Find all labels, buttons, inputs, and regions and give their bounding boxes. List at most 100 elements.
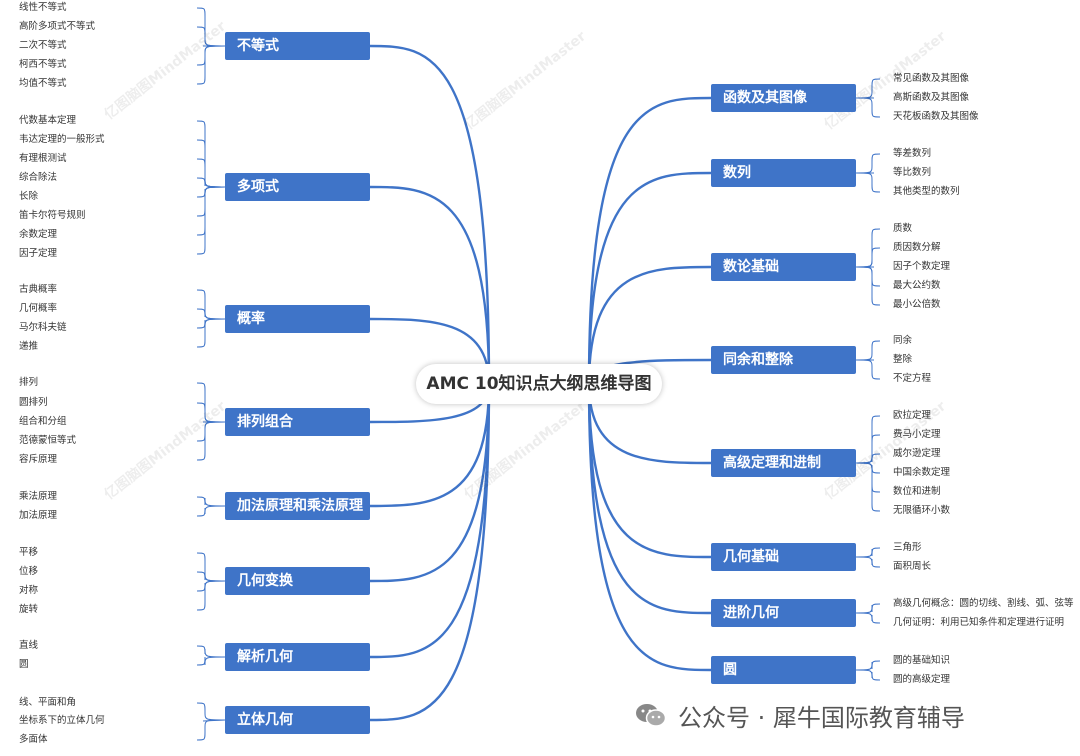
right-branch-3[interactable]: 数论基础 xyxy=(711,253,856,281)
right-leaf-connector-7-1 xyxy=(855,603,881,614)
left-leaf-6-4[interactable]: 旋转 xyxy=(19,604,39,615)
left-leaf-connector-3-1 xyxy=(196,289,226,320)
right-branch-5[interactable]: 高级定理和进制 xyxy=(711,449,856,477)
left-leaf-1-4[interactable]: 柯西不等式 xyxy=(19,59,67,70)
right-leaf-connector-2-1 xyxy=(855,153,881,174)
right-leaf-3-2[interactable]: 质因数分解 xyxy=(893,242,941,253)
left-leaf-5-1[interactable]: 乘法原理 xyxy=(19,491,58,502)
right-leaf-connector-5-4 xyxy=(855,462,881,474)
right-leaf-3-1[interactable]: 质数 xyxy=(893,223,913,234)
right-leaf-3-3[interactable]: 因子个数定理 xyxy=(893,261,951,272)
left-leaf-2-8[interactable]: 因子定理 xyxy=(19,248,58,259)
left-leaf-5-2[interactable]: 加法原理 xyxy=(19,510,58,521)
left-branch-5[interactable]: 加法原理和乘法原理 xyxy=(225,492,370,520)
left-leaf-connector-2-3 xyxy=(196,158,226,188)
right-leaf-8-2[interactable]: 圆的高级定理 xyxy=(893,674,951,685)
right-leaf-5-2[interactable]: 费马小定理 xyxy=(893,429,941,440)
right-leaf-7-1[interactable]: 高级几何概念：圆的切线、割线、弧、弦等 xyxy=(893,598,1074,609)
right-branch-1[interactable]: 函数及其图像 xyxy=(711,84,856,112)
left-leaf-connector-6-1 xyxy=(196,552,226,582)
right-leaf-4-2[interactable]: 整除 xyxy=(893,354,913,365)
right-leaf-2-2[interactable]: 等比数列 xyxy=(893,167,932,178)
right-leaf-1-3[interactable]: 天花板函数及其图像 xyxy=(893,111,979,122)
left-branch-8[interactable]: 立体几何 xyxy=(225,706,370,734)
left-leaf-3-2[interactable]: 几何概率 xyxy=(19,303,58,314)
right-leaf-6-2[interactable]: 面积周长 xyxy=(893,561,932,572)
right-leaf-connector-2-3 xyxy=(855,172,881,193)
left-leaf-connector-7-2 xyxy=(196,656,226,666)
left-leaf-8-2[interactable]: 坐标系下的立体几何 xyxy=(19,715,105,726)
left-leaf-1-1[interactable]: 线性不等式 xyxy=(19,2,67,13)
left-branch-3[interactable]: 概率 xyxy=(225,305,370,333)
left-leaf-4-5[interactable]: 容斥原理 xyxy=(19,454,58,465)
left-leaf-6-2[interactable]: 位移 xyxy=(19,566,39,577)
left-leaf-4-4[interactable]: 范德蒙恒等式 xyxy=(19,435,77,446)
right-leaf-5-1[interactable]: 欧拉定理 xyxy=(893,410,932,421)
left-leaf-3-1[interactable]: 古典概率 xyxy=(19,284,58,295)
right-leaf-8-1[interactable]: 圆的基础知识 xyxy=(893,655,951,666)
right-connector-1 xyxy=(587,96,712,385)
right-leaf-1-1[interactable]: 常见函数及其图像 xyxy=(893,73,970,84)
central-topic[interactable]: AMC 10知识点大纲思维导图 xyxy=(416,364,662,404)
right-leaf-connector-7-2 xyxy=(855,612,881,624)
right-leaf-6-1[interactable]: 三角形 xyxy=(893,542,922,553)
right-leaf-5-6[interactable]: 无限循环小数 xyxy=(893,505,951,516)
left-connector-2 xyxy=(369,185,491,385)
footer-text: 公众号 · 犀牛国际教育辅导 xyxy=(678,703,965,732)
right-leaf-5-3[interactable]: 威尔逊定理 xyxy=(893,448,941,459)
right-leaf-5-5[interactable]: 数位和进制 xyxy=(893,486,941,497)
left-leaf-7-1[interactable]: 直线 xyxy=(19,640,39,651)
right-leaf-connector-4-3 xyxy=(855,359,881,380)
left-leaf-connector-5-2 xyxy=(196,505,226,517)
right-branch-8[interactable]: 圆 xyxy=(711,656,856,684)
right-leaf-4-3[interactable]: 不定方程 xyxy=(893,373,932,384)
left-branch-6[interactable]: 几何变换 xyxy=(225,567,370,595)
right-leaf-connector-4-1 xyxy=(855,340,881,361)
left-leaf-3-3[interactable]: 马尔科夫链 xyxy=(19,322,67,333)
left-leaf-2-3[interactable]: 有理根测试 xyxy=(19,153,67,164)
left-leaf-1-2[interactable]: 高阶多项式不等式 xyxy=(19,21,96,32)
left-leaf-2-6[interactable]: 笛卡尔符号规则 xyxy=(19,210,86,221)
right-leaf-7-2[interactable]: 几何证明：利用已知条件和定理进行证明 xyxy=(893,617,1065,628)
right-leaf-2-1[interactable]: 等差数列 xyxy=(893,148,932,159)
left-branch-4[interactable]: 排列组合 xyxy=(225,408,370,436)
right-leaf-4-1[interactable]: 同余 xyxy=(893,335,913,346)
left-leaf-connector-1-5 xyxy=(196,45,226,85)
left-leaf-connector-4-4 xyxy=(196,421,226,442)
right-leaf-5-4[interactable]: 中国余数定理 xyxy=(893,467,951,478)
left-leaf-2-1[interactable]: 代数基本定理 xyxy=(19,115,77,126)
left-leaf-8-3[interactable]: 多面体 xyxy=(19,734,48,745)
left-leaf-connector-7-1 xyxy=(196,645,226,658)
left-leaf-2-5[interactable]: 长除 xyxy=(19,191,39,202)
left-branch-2[interactable]: 多项式 xyxy=(225,173,370,201)
right-branch-4[interactable]: 同余和整除 xyxy=(711,346,856,374)
left-leaf-2-2[interactable]: 韦达定理的一般形式 xyxy=(19,134,105,145)
right-leaf-connector-8-2 xyxy=(855,669,881,681)
right-leaf-2-3[interactable]: 其他类型的数列 xyxy=(893,186,960,197)
left-leaf-4-2[interactable]: 圆排列 xyxy=(19,397,48,408)
left-leaf-3-4[interactable]: 递推 xyxy=(19,341,39,352)
left-leaf-8-1[interactable]: 线、平面和角 xyxy=(19,697,77,708)
left-leaf-7-2[interactable]: 圆 xyxy=(19,659,29,670)
right-leaf-1-2[interactable]: 高斯函数及其图像 xyxy=(893,92,970,103)
right-leaf-connector-8-1 xyxy=(855,660,881,671)
right-leaf-3-4[interactable]: 最大公约数 xyxy=(893,280,941,291)
left-leaf-2-7[interactable]: 余数定理 xyxy=(19,229,58,240)
left-leaf-6-1[interactable]: 平移 xyxy=(19,547,39,558)
right-branch-2[interactable]: 数列 xyxy=(711,159,856,187)
left-branch-1[interactable]: 不等式 xyxy=(225,32,370,60)
left-leaf-1-5[interactable]: 均值不等式 xyxy=(19,78,67,89)
left-leaf-4-1[interactable]: 排列 xyxy=(19,377,39,388)
left-leaf-1-3[interactable]: 二次不等式 xyxy=(19,40,67,51)
left-leaf-connector-3-3 xyxy=(196,318,226,329)
left-branch-7[interactable]: 解析几何 xyxy=(225,643,370,671)
right-leaf-connector-1-3 xyxy=(855,97,881,118)
left-leaf-4-3[interactable]: 组合和分组 xyxy=(19,416,67,427)
right-leaf-3-5[interactable]: 最小公倍数 xyxy=(893,299,941,310)
right-branch-6[interactable]: 几何基础 xyxy=(711,543,856,571)
right-leaf-connector-5-1 xyxy=(855,415,881,464)
right-branch-7[interactable]: 进阶几何 xyxy=(711,599,856,627)
left-leaf-2-4[interactable]: 综合除法 xyxy=(19,172,58,183)
left-leaf-connector-6-4 xyxy=(196,580,226,611)
left-leaf-6-3[interactable]: 对称 xyxy=(19,585,39,596)
